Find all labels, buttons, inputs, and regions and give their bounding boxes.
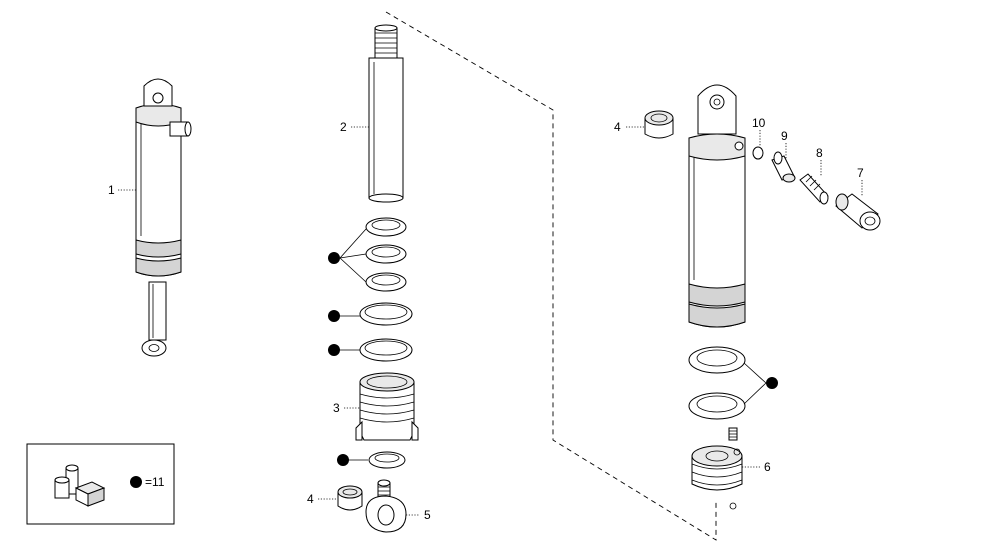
- callout-6: 6: [764, 460, 771, 474]
- small-ball: [729, 502, 737, 510]
- set-screw: [728, 427, 738, 441]
- callout-8: 8: [816, 146, 823, 160]
- kit-legend-text: =11: [145, 475, 165, 489]
- part-8-valve: [799, 173, 829, 205]
- part-1-cylinder-assembly: [135, 78, 192, 357]
- seal-ring-lower: [368, 451, 406, 469]
- part-2-piston-rod: [368, 24, 404, 203]
- part-5-rod-eye: [365, 479, 407, 533]
- seal-rings-right: [688, 346, 778, 420]
- callout-4-upper: 4: [614, 120, 621, 134]
- assembly-dashed-line: [385, 11, 717, 541]
- callout-9: 9: [781, 129, 788, 143]
- kit-11-markers-left: [328, 228, 368, 466]
- seal-ring-lower-inner: [374, 453, 400, 463]
- part-6-piston: [691, 445, 743, 491]
- callout-5: 5: [424, 508, 431, 522]
- callout-3: 3: [333, 401, 340, 415]
- callout-2: 2: [340, 120, 347, 134]
- callout-7: 7: [857, 166, 864, 180]
- callout-10: 10: [752, 116, 766, 130]
- cylinder-barrel: [688, 84, 746, 328]
- seal-kit-icon: [54, 464, 106, 507]
- seal-rings-upper: [359, 217, 413, 362]
- part-7-cap-nut: [835, 193, 881, 231]
- callout-4-lower: 4: [307, 492, 314, 506]
- kit-legend-box: =11: [26, 443, 175, 525]
- part-4-bushing-lower: [337, 485, 363, 511]
- part-4-bushing-upper: [644, 110, 674, 139]
- part-9-adapter: [771, 151, 796, 183]
- kit-dot-symbol: [130, 476, 142, 488]
- callout-1: 1: [108, 183, 115, 197]
- part-10-oring: [752, 146, 764, 160]
- part-3-gland: [355, 372, 419, 441]
